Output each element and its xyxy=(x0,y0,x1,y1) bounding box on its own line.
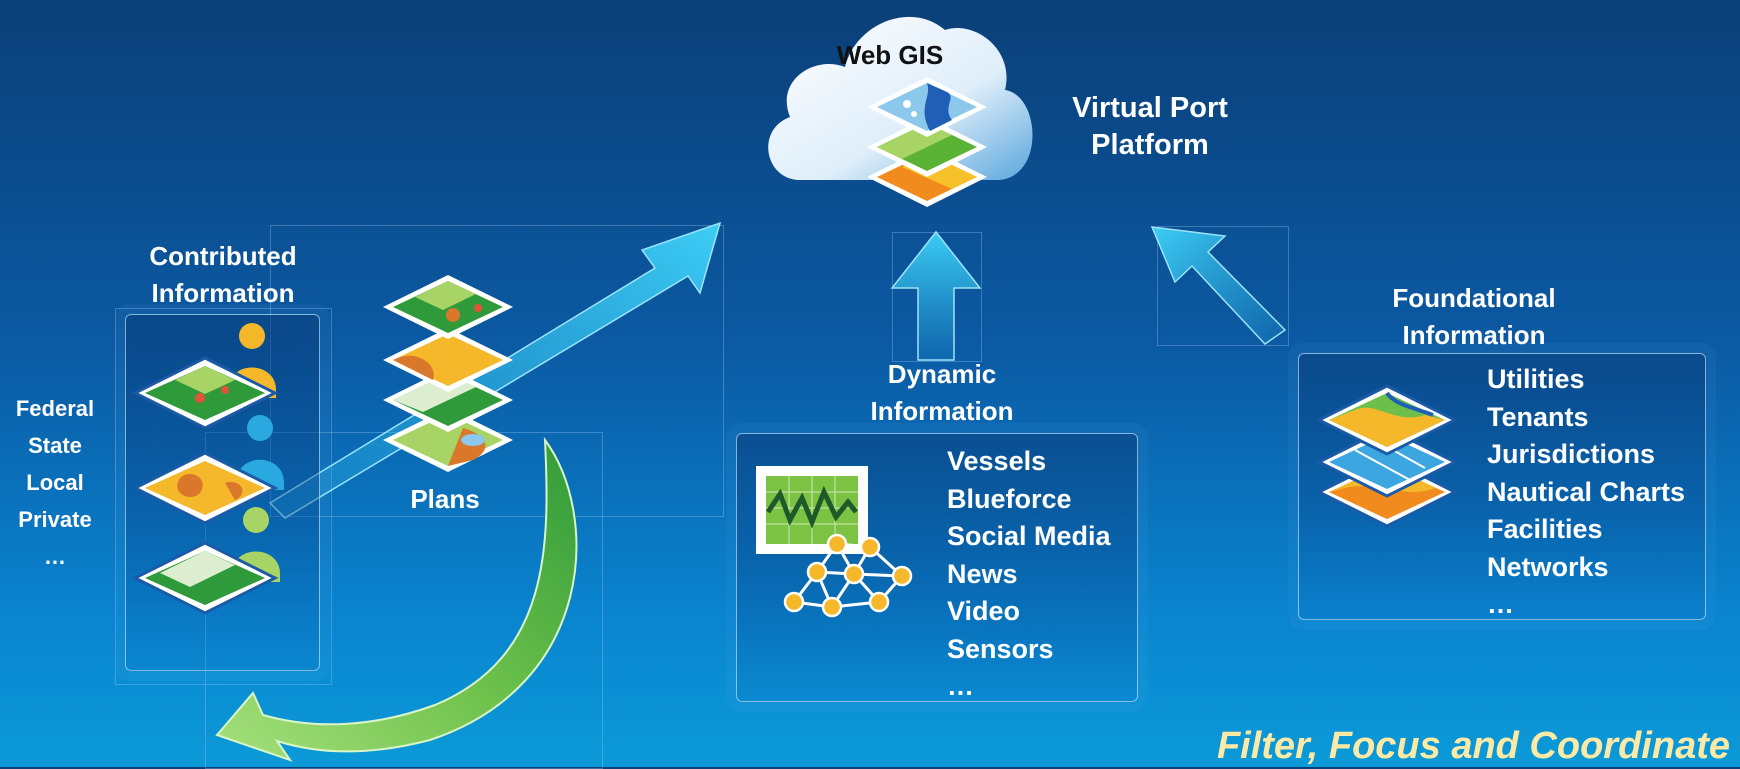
foundational-item: Tenants xyxy=(1487,401,1589,432)
foundational-item: … xyxy=(1487,589,1514,619)
foundational-item: Jurisdictions xyxy=(1487,439,1656,469)
dynamic-item: News xyxy=(947,558,1018,589)
tagline: Filter, Focus and Coordinate xyxy=(1216,725,1730,767)
contributed-frame xyxy=(115,308,332,685)
dynamic-item: Video xyxy=(947,596,1021,626)
dynamic-item: Blueforce xyxy=(947,483,1072,514)
dynamic-heading-line1: Dynamic xyxy=(887,359,997,389)
arrow-up-icon xyxy=(890,230,982,361)
dynamic-item: Social Media xyxy=(947,521,1111,551)
plans-layers-icon xyxy=(383,275,513,472)
person-icon xyxy=(243,507,269,533)
contributed-heading-line1: Contributed xyxy=(149,241,297,271)
source-list: Federal State Local Private … xyxy=(5,390,105,575)
foundational-item: Networks xyxy=(1487,551,1609,582)
foundational-heading: Foundational Information xyxy=(1374,280,1574,354)
contributed-heading-line2: Information xyxy=(151,278,295,308)
dynamic-item: Vessels xyxy=(947,446,1047,476)
monitor-network-icon xyxy=(756,466,913,618)
gis-layers-icon xyxy=(867,77,987,207)
person-icon xyxy=(247,415,273,441)
platform-line2: Platform xyxy=(1091,129,1209,161)
foundational-item: Facilities xyxy=(1487,514,1603,544)
arrow-to-cloud-icon xyxy=(268,221,722,519)
foundational-item: Nautical Charts xyxy=(1487,476,1686,507)
diag-arrow-frame xyxy=(1157,226,1289,346)
dynamic-list: Vessels Blueforce Social Media News Vide… xyxy=(947,443,1111,706)
source-item: State xyxy=(28,433,82,458)
dynamic-item: … xyxy=(947,671,974,701)
feedback-arrow-icon xyxy=(215,436,578,762)
contributed-heading: Contributed Information xyxy=(123,238,323,312)
dynamic-heading: Dynamic Information xyxy=(842,356,1042,430)
foundational-heading-line1: Foundational xyxy=(1392,283,1556,313)
source-item: … xyxy=(44,544,66,569)
dynamic-heading-line2: Information xyxy=(870,396,1014,426)
person-icon xyxy=(239,323,265,349)
platform-line1: Virtual Port xyxy=(1072,92,1228,124)
source-item: Private xyxy=(18,507,92,532)
foundational-heading-line2: Information xyxy=(1402,320,1546,350)
foundational-list: Utilities Tenants Jurisdictions Nautical… xyxy=(1487,361,1685,624)
plans-label: Plans xyxy=(410,484,480,514)
source-item: Local xyxy=(26,470,84,495)
dynamic-item: Sensors xyxy=(947,633,1054,664)
contributor-icons xyxy=(131,323,284,615)
cloud-label: Web GIS xyxy=(836,40,944,70)
platform-title: Virtual Port Platform xyxy=(1040,90,1260,164)
arrow-diag-icon xyxy=(1150,226,1287,345)
source-item: Federal xyxy=(15,396,95,421)
foundational-layers-icon xyxy=(1315,384,1459,528)
foundational-item: Utilities xyxy=(1487,364,1585,394)
